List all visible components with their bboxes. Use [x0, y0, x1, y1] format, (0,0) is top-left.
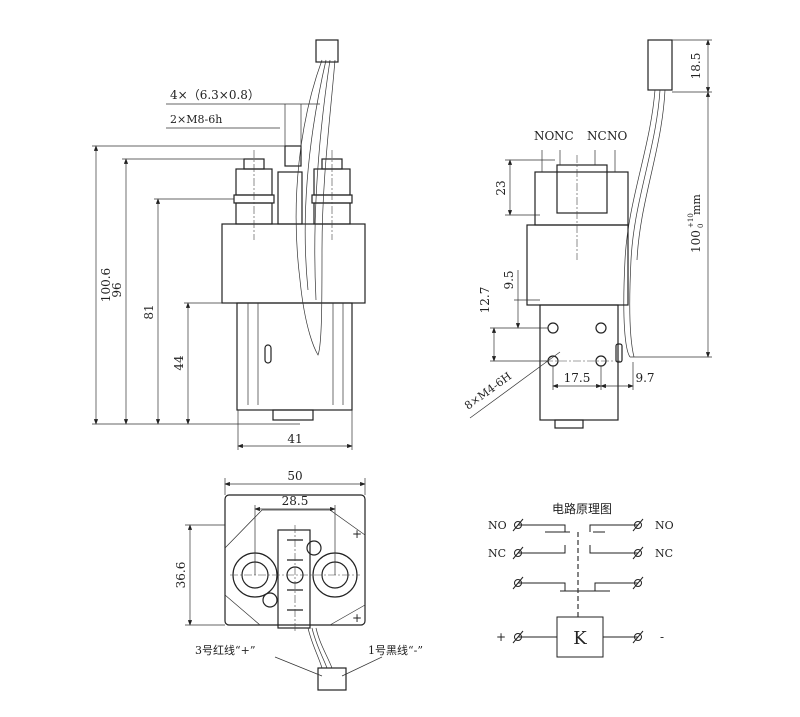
dim-total-height: 100.6 — [99, 268, 113, 302]
label-minus: - — [660, 630, 664, 644]
thread-spec: 2×M8-6h — [170, 113, 222, 126]
wire-connector — [315, 39, 339, 63]
dim-96: 96 — [110, 282, 124, 297]
dim-wire-tol-lower: 0 — [697, 224, 705, 228]
terminal-tab-spec: 4×（6.3×0.8） — [170, 88, 260, 102]
plus-mark-bottom: + — [352, 611, 362, 625]
contact-label-no-right: NO — [607, 129, 628, 143]
dim-wire-length: 100 +10 0 mm — [687, 194, 705, 253]
relay-head — [221, 223, 366, 304]
dim-width-50: 50 — [287, 469, 302, 483]
coil-label: K — [573, 628, 587, 649]
dim-12-7: 12.7 — [478, 287, 492, 314]
dim-width-41: 41 — [287, 432, 302, 446]
label-nc-right: NC — [655, 547, 673, 560]
connector-strip — [277, 529, 311, 629]
plus-mark-top: + — [352, 527, 362, 541]
dim-23: 23 — [494, 180, 508, 195]
dim-depth: 36.6 — [174, 562, 188, 589]
dim-wire-length-value: 100 — [689, 230, 703, 253]
front-view: 100.6 96 81 44 41 4×（6.3×0.8） 2×M8-6h — [92, 39, 366, 450]
wires — [295, 59, 336, 356]
dim-9-7: 9.7 — [635, 371, 654, 385]
dim-wire-tol-upper: +10 — [687, 213, 695, 228]
side-connector — [647, 39, 673, 91]
dim-9-5: 9.5 — [502, 270, 516, 289]
contact-label-nc-left: NC — [554, 129, 574, 143]
top-view: + + 50 28.5 36.6 3号红线“+” 1号黑线“-” — [174, 469, 423, 691]
label-nc-left: NC — [488, 547, 506, 560]
coil-k-box — [556, 616, 604, 658]
dim-81: 81 — [142, 304, 156, 319]
dim-terminal-spacing: 28.5 — [282, 494, 309, 508]
circuit-schematic: 电路原理图 NO NC NO NC + - K — [488, 501, 674, 658]
schematic-title: 电路原理图 — [552, 501, 612, 516]
terminal-symbols — [512, 518, 644, 644]
contact-label-no-left: NO — [534, 129, 555, 143]
dim-44: 44 — [172, 355, 186, 371]
relay-coil-housing — [236, 302, 353, 411]
dim-connector-18-5: 18.5 — [689, 53, 703, 80]
contact-label-nc-right: NC — [587, 129, 607, 143]
label-no-left: NO — [488, 519, 507, 532]
side-view: NO NC NC NO 18.5 100 +10 0 mm 23 12.7 9.… — [462, 39, 712, 429]
label-plus: + — [496, 630, 506, 644]
red-wire-label: 3号红线“+” — [195, 643, 255, 657]
wire-plug — [317, 667, 347, 691]
dim-wire-unit: mm — [690, 194, 703, 215]
dim-17-5: 17.5 — [564, 371, 591, 385]
black-wire-label: 1号黑线“-” — [368, 643, 423, 657]
label-no-right: NO — [655, 519, 674, 532]
